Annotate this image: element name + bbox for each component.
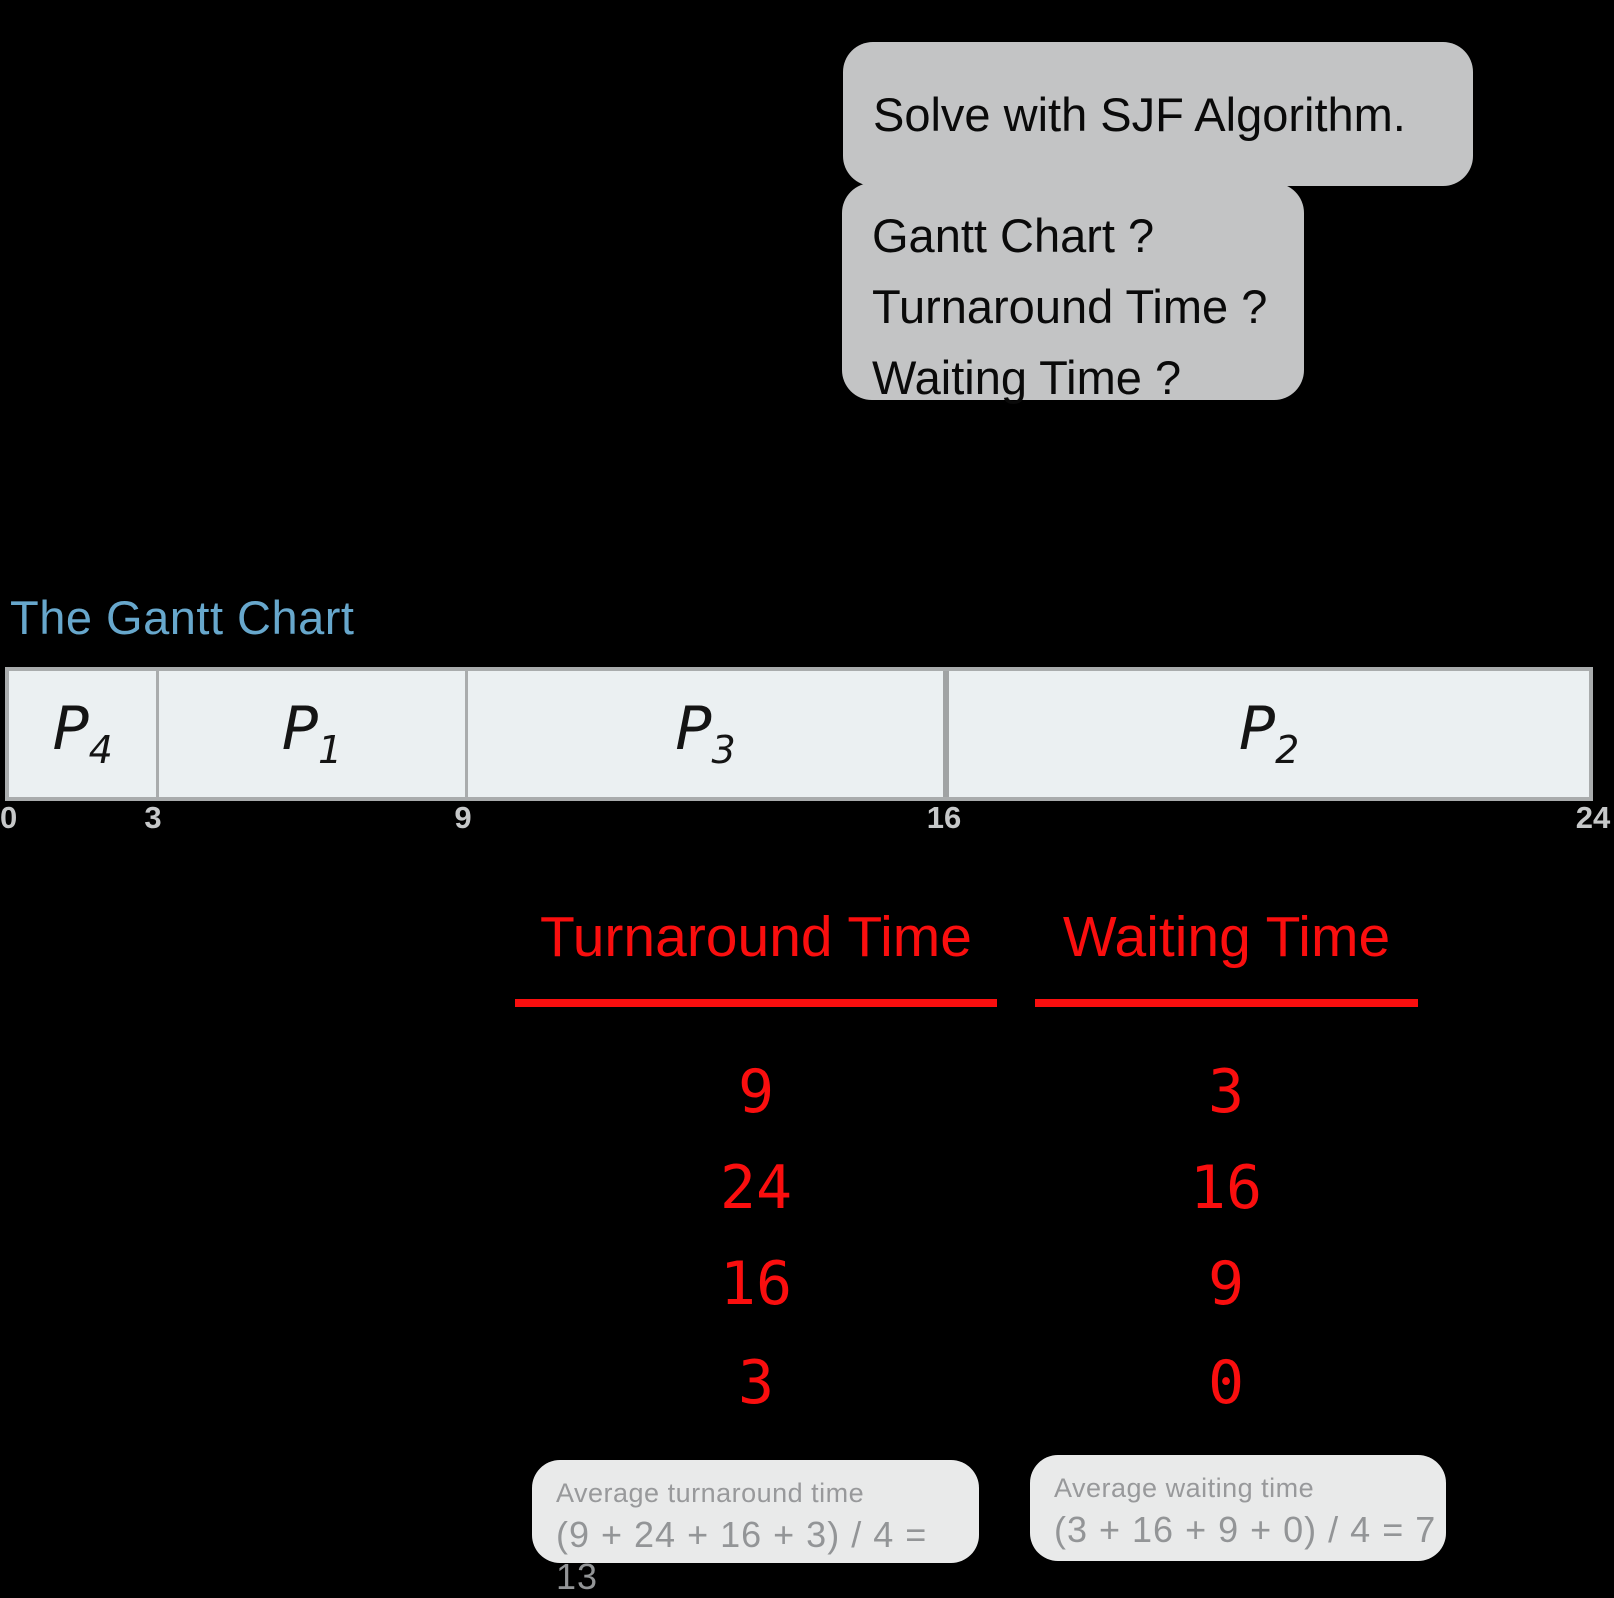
average-turnaround-label: Average turnaround time bbox=[556, 1478, 865, 1508]
average-waiting-bubble: Average waiting time (3 + 16 + 9 + 0) / … bbox=[1030, 1455, 1446, 1561]
gantt-segment-p2: P2 bbox=[943, 671, 1589, 797]
axis-tick-3: 3 bbox=[144, 800, 162, 835]
turnaround-value-p3: 16 bbox=[719, 1249, 793, 1319]
average-turnaround-formula: (9 + 24 + 16 + 3) / 4 = 13 bbox=[556, 1514, 928, 1597]
waiting-time-header: Waiting Time bbox=[1062, 905, 1391, 969]
turnaround-value-p2: 24 bbox=[719, 1153, 793, 1223]
axis-tick-0: 0 bbox=[0, 800, 18, 835]
process-label-p2: P2 bbox=[1238, 694, 1300, 772]
process-label-p1: P1 bbox=[281, 694, 343, 772]
gantt-chart: P4 P1 P3 P2 bbox=[5, 667, 1593, 801]
waiting-value-p2: 16 bbox=[1189, 1153, 1263, 1223]
waiting-value-p4: 0 bbox=[1207, 1348, 1245, 1418]
question-turnaround-time: Turnaround Time ? bbox=[872, 280, 1268, 333]
process-label-p3: P3 bbox=[675, 694, 736, 772]
gantt-segment-p1: P1 bbox=[156, 671, 464, 797]
turnaround-time-header: Turnaround Time bbox=[540, 905, 972, 969]
average-turnaround-bubble: Average turnaround time (9 + 24 + 16 + 3… bbox=[532, 1460, 979, 1597]
speech-bubble-questions: Gantt Chart ? Turnaround Time ? Waiting … bbox=[842, 183, 1304, 404]
average-waiting-formula: (3 + 16 + 9 + 0) / 4 = 7 bbox=[1054, 1509, 1437, 1550]
gantt-chart-title: The Gantt Chart bbox=[10, 591, 355, 644]
turnaround-value-p1: 9 bbox=[737, 1057, 775, 1127]
speech-bubble-task: Solve with SJF Algorithm. bbox=[843, 42, 1473, 186]
axis-tick-24: 24 bbox=[1575, 800, 1611, 835]
turnaround-value-p4: 3 bbox=[737, 1348, 775, 1418]
task-text: Solve with SJF Algorithm. bbox=[873, 87, 1406, 141]
average-waiting-label: Average waiting time bbox=[1054, 1473, 1315, 1503]
waiting-value-p1: 3 bbox=[1207, 1057, 1245, 1127]
turnaround-header-underline bbox=[515, 999, 997, 1007]
question-waiting-time: Waiting Time ? bbox=[872, 351, 1182, 404]
gantt-segment-p4: P4 bbox=[9, 671, 156, 797]
question-gantt-chart: Gantt Chart ? bbox=[872, 209, 1155, 262]
axis-tick-9: 9 bbox=[454, 800, 472, 835]
waiting-header-underline bbox=[1035, 999, 1418, 1007]
axis-tick-16: 16 bbox=[926, 800, 962, 835]
gantt-time-axis: 0 3 9 16 24 bbox=[0, 800, 1610, 843]
process-label-p4: P4 bbox=[52, 694, 113, 772]
gantt-segment-p3: P3 bbox=[464, 671, 944, 797]
waiting-value-p3: 9 bbox=[1207, 1249, 1245, 1319]
